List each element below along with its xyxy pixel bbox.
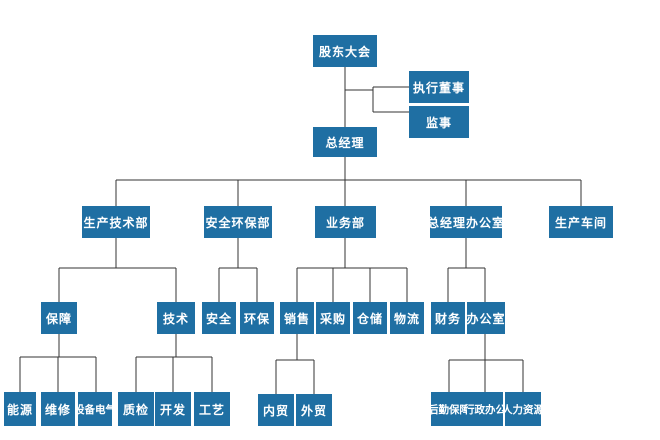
node-executive-director: 执行董事 <box>409 71 469 103</box>
node-development: 开发 <box>155 392 191 426</box>
node-gm-office: 总经理办公室 <box>430 206 502 238</box>
node-safety: 安全 <box>202 302 236 334</box>
node-energy: 能源 <box>4 392 36 426</box>
node-supervisor: 监事 <box>409 106 469 138</box>
node-sales: 销售 <box>280 302 314 334</box>
node-production-tech-dept: 生产技术部 <box>82 206 150 238</box>
node-storage: 仓储 <box>353 302 387 334</box>
node-process: 工艺 <box>194 392 230 426</box>
node-logistics-support: 后勤保障 <box>431 392 467 426</box>
node-general-manager: 总经理 <box>313 127 377 157</box>
node-finance: 财务 <box>431 302 465 334</box>
node-shareholders-meeting: 股东大会 <box>313 35 377 67</box>
node-human-resources: 人力资源 <box>505 392 541 426</box>
node-domestic-trade: 内贸 <box>258 394 294 426</box>
node-support: 保障 <box>41 302 77 334</box>
node-production-workshop: 生产车间 <box>549 206 613 238</box>
node-maintenance: 维修 <box>41 392 75 426</box>
node-equipment-electric: 设备电气 <box>78 392 112 426</box>
node-environment: 环保 <box>240 302 274 334</box>
node-safety-env-dept: 安全环保部 <box>204 206 272 238</box>
node-foreign-trade: 外贸 <box>296 394 332 426</box>
node-logistics: 物流 <box>390 302 424 334</box>
node-admin-office: 行政办公 <box>467 392 503 426</box>
node-office: 办公室 <box>467 302 505 334</box>
node-tech: 技术 <box>157 302 195 334</box>
node-business-dept: 业务部 <box>315 206 376 238</box>
node-purchase: 采购 <box>316 302 350 334</box>
node-quality-check: 质检 <box>118 392 154 426</box>
